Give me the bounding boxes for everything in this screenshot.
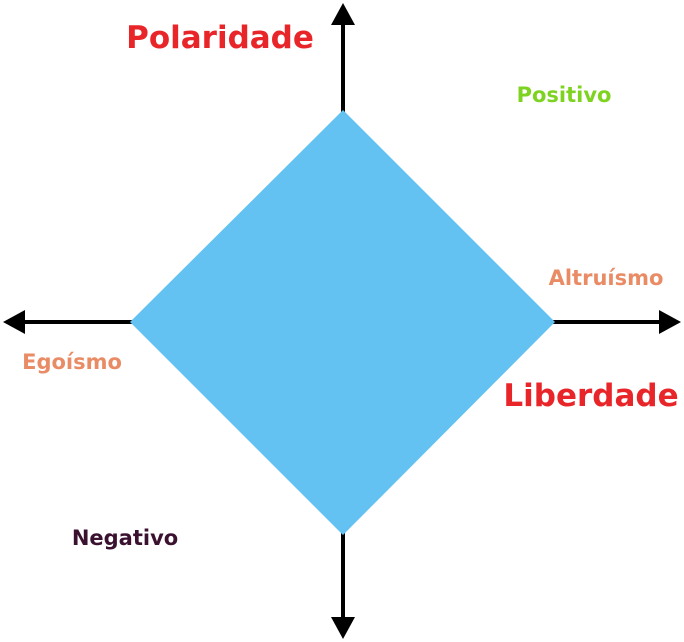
freedom-label: Liberdade bbox=[503, 378, 678, 414]
negative-label: Negativo bbox=[72, 526, 178, 550]
arrow-left-icon bbox=[3, 310, 25, 334]
arrow-down-icon bbox=[331, 617, 355, 639]
altruism-label: Altruísmo bbox=[549, 266, 664, 290]
polarity-title: Polaridade bbox=[126, 20, 314, 56]
egoism-label: Egoísmo bbox=[22, 350, 122, 374]
positive-label: Positivo bbox=[517, 83, 612, 107]
diamond-shape bbox=[130, 110, 555, 535]
arrow-right-icon bbox=[659, 310, 681, 334]
arrow-up-icon bbox=[331, 3, 355, 25]
